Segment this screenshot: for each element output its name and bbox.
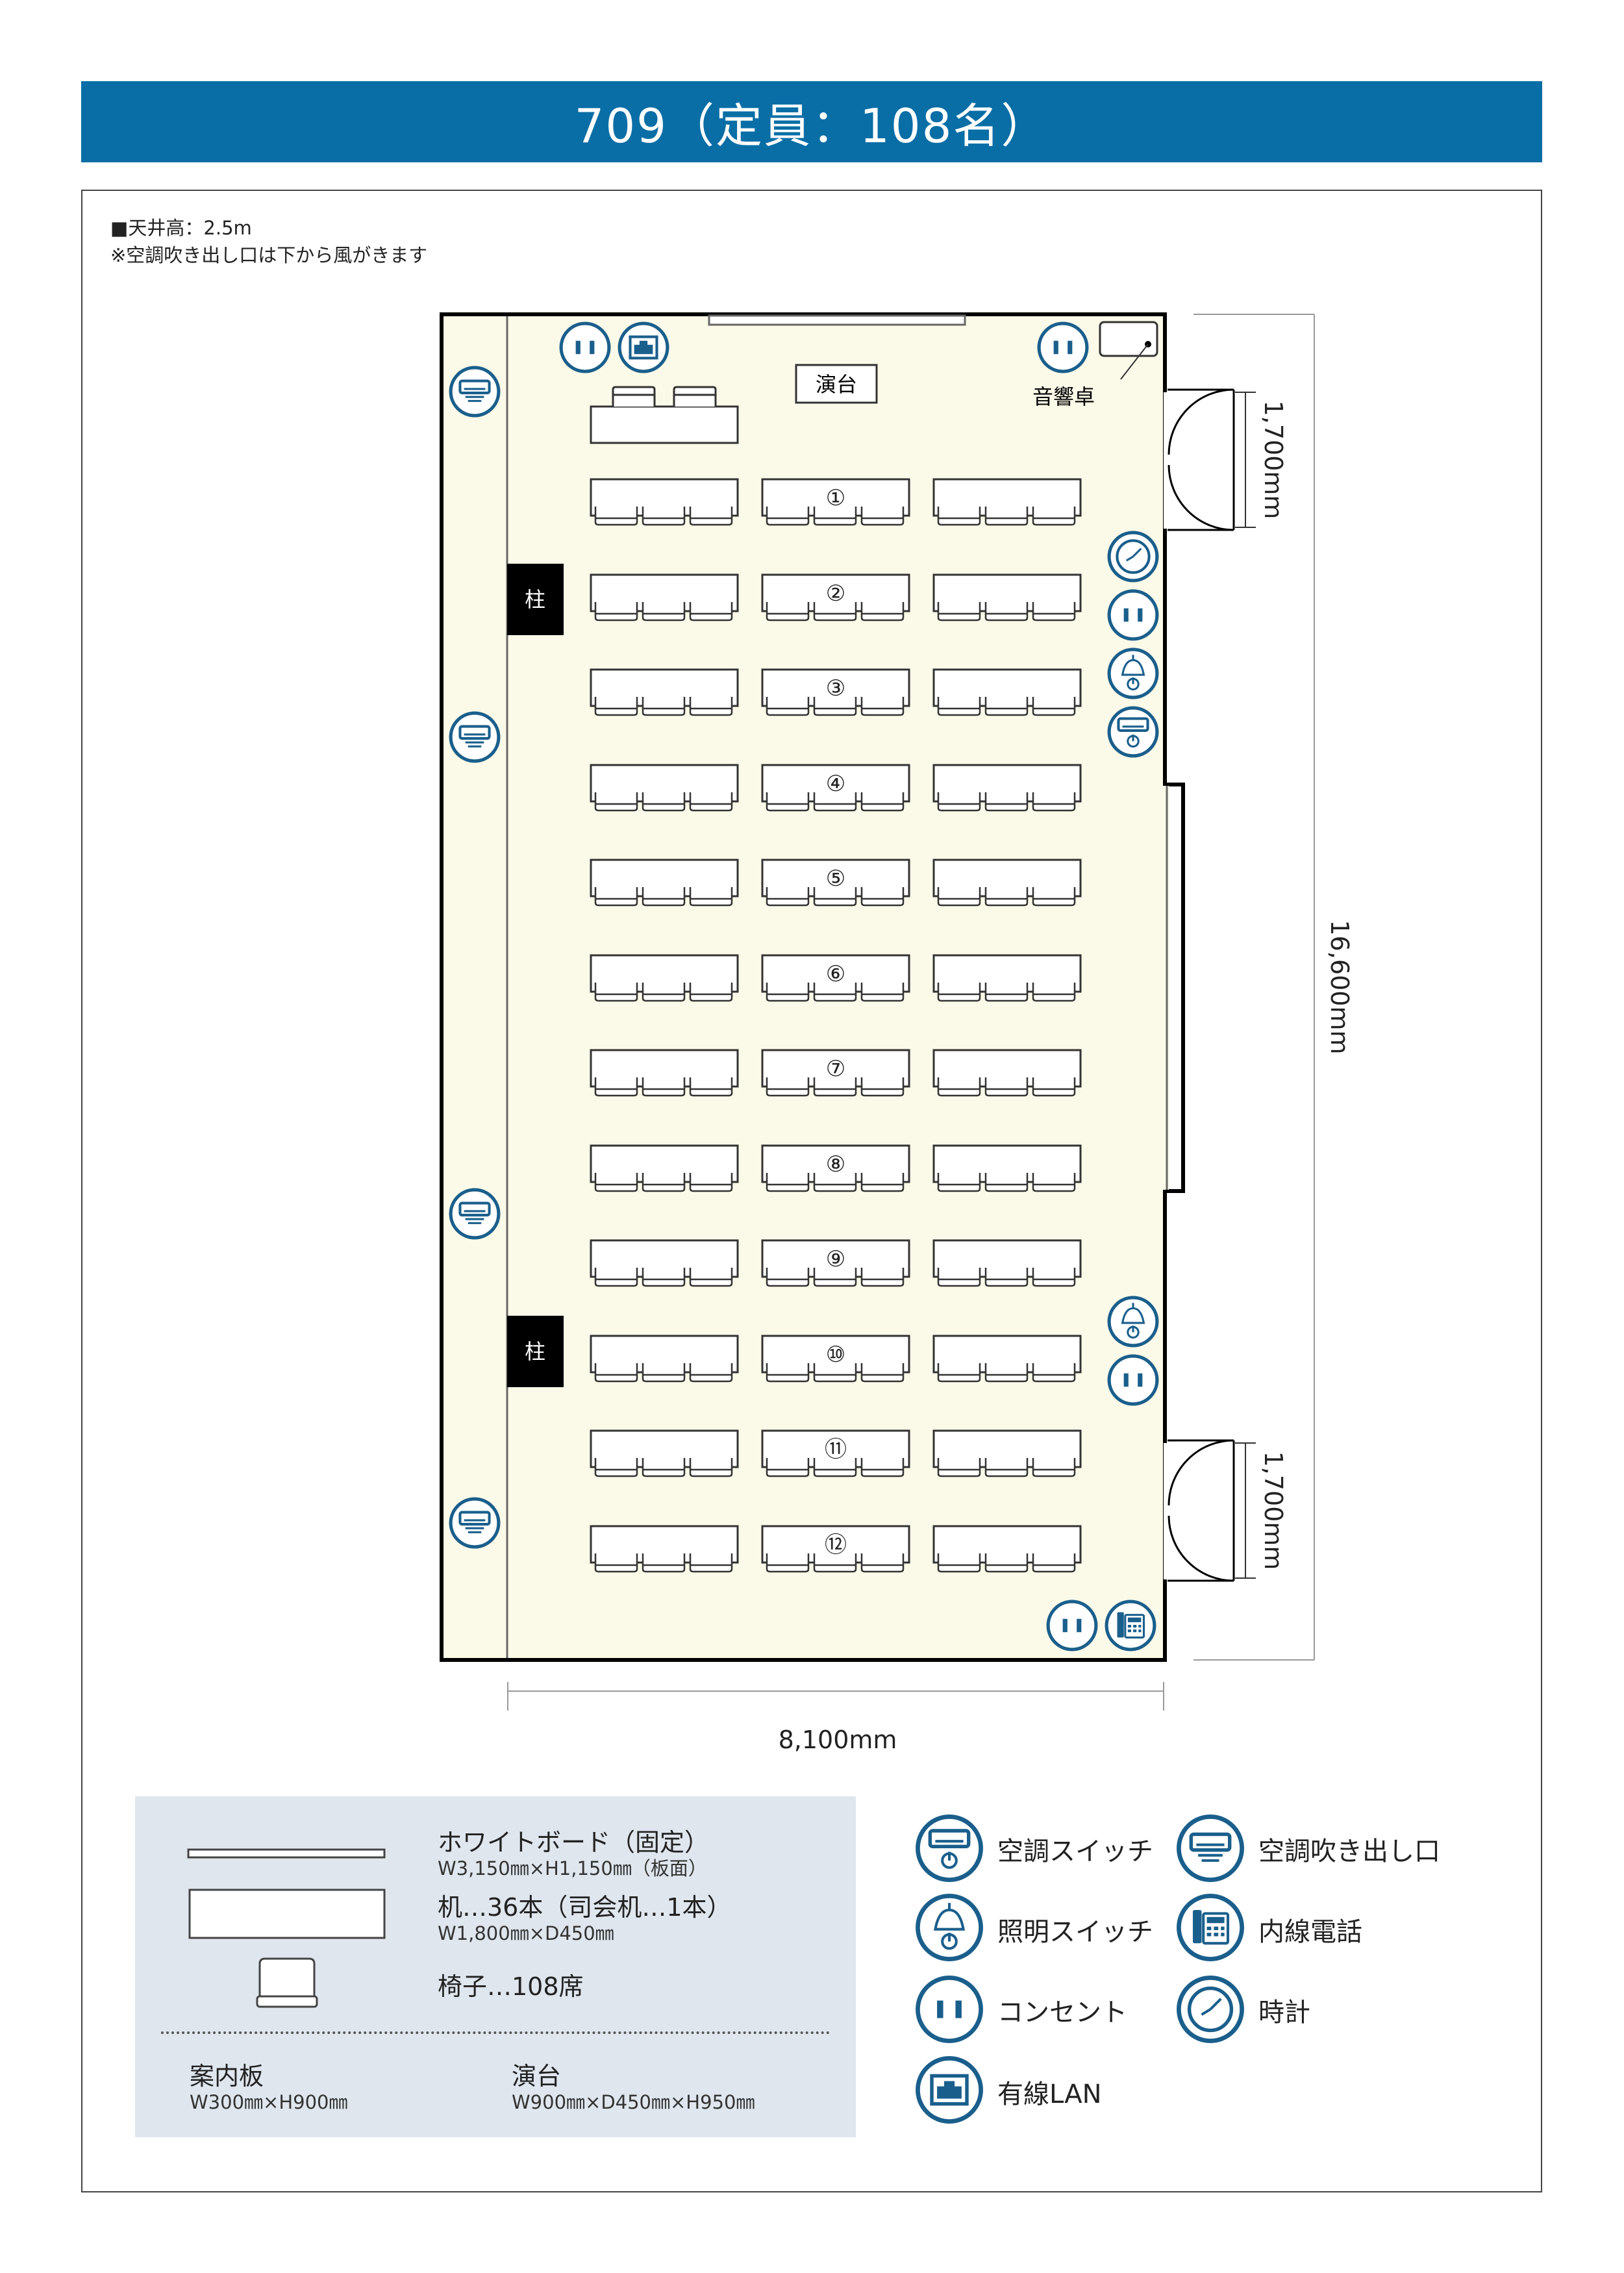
dim-door-bottom-label: 1,700mm [1259,1451,1288,1570]
desk-row: ⑥ [590,954,1082,1002]
dim-length-label: 16,600mm [1325,920,1354,1055]
desk-row: ④ [590,764,1082,812]
dim-door-top-label: 1,700mm [1259,401,1288,520]
desk-row: ⑨ [590,1239,1082,1287]
desk-rows: ① ② ③ ④ ⑤ ⑥ ⑦ ⑧ ⑨ ⑩ ⑪ ⑫ [590,478,1082,1573]
legend-whiteboard-size: W3,150㎜×H1,150㎜（板面） [438,1857,707,1879]
row-number: ② [826,581,845,607]
legend-divider [161,2031,830,2034]
desk-row: ⑤ [590,859,1082,907]
desk-symbol [188,1889,386,1939]
lectern: 演台 [795,364,878,404]
chair-symbol [258,1957,316,2005]
svg-text:音響卓: 音響卓 [1032,384,1095,409]
svg-text:柱: 柱 [525,1339,545,1364]
door-dimension-lines [1235,392,1256,1579]
pillar-bottom: 柱 [507,1316,564,1387]
row-number: ③ [826,675,845,701]
row-number: ① [826,485,845,511]
row-number: ⑩ [826,1342,845,1368]
row-number: ④ [826,771,845,797]
legend-sign-size: W300㎜×H900㎜ [190,2091,348,2113]
row-number: ⑦ [826,1056,845,1082]
content-frame [81,190,1542,2192]
whiteboard [708,314,966,326]
label-ac-vent: 空調吹き出し口 [1258,1837,1440,1866]
legend-lectern-size: W900㎜×D450㎜×H950㎜ [512,2091,755,2113]
label-ac-switch: 空調スイッチ [997,1837,1153,1866]
whiteboard-symbol [187,1848,386,1859]
desk-row: ② [590,573,1082,622]
page-title: 709（定員：108名） [81,81,1542,162]
legend-whiteboard: ホワイトボード（固定） [438,1828,710,1857]
door-bottom [1168,1439,1235,1582]
door-top [1168,388,1235,531]
desk-row: ⑦ [590,1049,1082,1097]
row-number: ⑥ [826,961,845,987]
sound-desk: 音響卓 [1032,321,1158,409]
legend-lectern: 演台 [512,2062,562,2091]
ac-note: ※空調吹き出し口は下から風がきます [110,244,428,266]
svg-text:演台: 演台 [816,372,857,397]
desk-row: ⑧ [590,1144,1082,1192]
host-desk [590,386,739,444]
label-outlet: コンセント [997,1998,1127,2028]
svg-text:柱: 柱 [525,587,545,612]
dim-width-label: 8,100mm [779,1726,897,1754]
row-number: ⑫ [825,1532,847,1558]
legend-desk: 机…36本（司会机…1本） [438,1893,732,1922]
desk-row: ③ [590,668,1082,716]
legend-desk-size: W1,800㎜×D450㎜ [438,1922,614,1944]
label-phone: 内線電話 [1258,1917,1362,1947]
ceiling-height-note: ■天井高：2.5m [110,217,252,239]
desk-row: ① [590,478,1082,526]
row-number: ⑤ [826,866,845,892]
desk-row: ⑪ [590,1429,1082,1477]
legend-chair: 椅子…108席 [438,1972,584,2001]
legend-sign: 案内板 [190,2062,264,2091]
row-number: ⑧ [826,1151,845,1177]
desk-row: ⑫ [590,1525,1082,1573]
dimension-lines [507,314,1315,1711]
row-number: ⑨ [826,1246,845,1272]
label-clock: 時計 [1258,1998,1310,2028]
pillar-top: 柱 [507,564,564,635]
desk-row: ⑩ [590,1335,1082,1383]
row-number: ⑪ [825,1437,847,1463]
label-light-switch: 照明スイッチ [997,1917,1153,1947]
label-lan: 有線LAN [997,2079,1102,2109]
